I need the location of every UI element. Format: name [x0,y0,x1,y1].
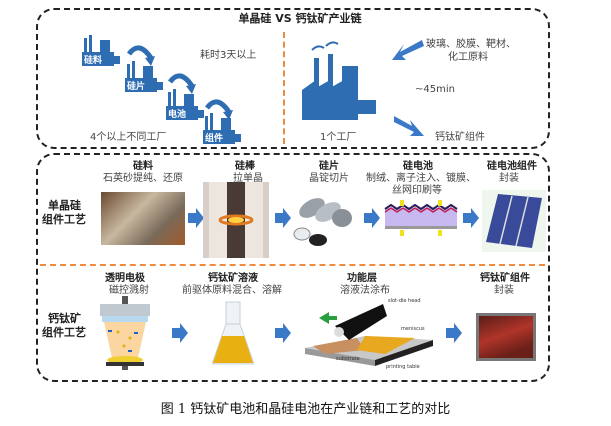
perovskite-step-title: 功能层 [347,273,377,284]
perovskite-step-desc: 磁控溅射 [109,285,149,296]
process-arrow-icon [275,323,291,343]
perovskite-step-desc: 封装 [494,285,514,296]
silicon-row-label-line1: 单晶硅 [48,199,81,212]
curved-arrow-icon [204,99,233,120]
annotation-slot-die-head: slot-die head [388,298,421,304]
process-arrow-icon [463,208,479,228]
process-panel [36,153,550,382]
silicon-step-title: 硅电池 [403,161,433,172]
annotation-printing-table: printing table [386,364,420,370]
silicon-solar-cell-photo [482,190,546,252]
slot-die-coating-diagram [305,304,433,366]
perovskite-output-label: 钙钛矿组件 [435,132,485,143]
curved-arrow-icon [126,45,155,66]
perovskite-inputs-line1: 玻璃、胶膜、靶材、 [426,39,516,50]
perovskite-step-title: 钙钛矿溶液 [208,273,258,284]
process-arrow-icon [275,208,291,228]
crystal-puller-diagram [203,182,269,258]
perovskite-time-label: ~45min [415,84,455,95]
perovskite-step-title: 钙钛矿组件 [480,273,530,284]
module-surface [479,316,533,358]
perovskite-factory-count: 1个工厂 [320,132,357,143]
factory-label: 硅片 [127,82,146,92]
factory-silicon-material: 硅料 [82,30,122,66]
silicon-time-label: 耗时3天以上 [200,50,257,61]
factory-wafer: 硅片 [125,56,165,92]
curved-arrow-icon [167,73,196,94]
silicon-step-desc: 拉单晶 [233,173,263,184]
factory-icon [125,61,163,92]
figure-caption: 图 1 钙钛矿电池和晶硅电池在产业链和工艺的对比 [160,402,451,417]
silicon-step-desc: 封装 [499,173,519,184]
process-arrow-icon [188,208,204,228]
silicon-step-desc2: 丝网印刷等 [392,185,442,196]
factory-label: 电池 [168,110,187,120]
silicon-step-desc: 晶锭切片 [309,173,349,184]
silicon-step-desc: 制绒、离子注入、镀膜、 [366,173,476,184]
factory-icon [82,35,120,66]
factory-label: 组件 [205,134,224,144]
process-arrow-icon [172,323,188,343]
factory-label: 硅料 [84,56,103,66]
silicon-step-title: 硅棒 [235,161,255,172]
process-arrow-icon [364,208,380,228]
perovskite-inputs-line2: 化工原料 [448,52,488,63]
silicon-ingot-wafers-photo [293,198,352,246]
silicon-step-title: 硅片 [319,161,339,172]
single-factory-icon [302,41,376,120]
perovskite-row-label-line1: 钙钛矿 [48,312,81,325]
factory-icon [166,89,204,120]
flask-solution-photo [212,301,254,365]
process-arrow-icon [446,323,462,343]
perovskite-step-desc: 溶液法涂布 [340,285,390,296]
perovskite-step-desc: 前驱体原料混合、溶解 [182,285,282,296]
silicon-step-desc: 石英砂提纯、还原 [103,173,183,184]
silicon-step-title: 硅电池组件 [487,161,537,172]
cell-cross-section-diagram [384,200,458,236]
chain-divider [283,32,285,144]
annotation-meniscus: meniscus [401,326,425,332]
industry-chain-title: 单晶硅 VS 钙钛矿产业链 [238,12,362,25]
output-arrow-icon [394,116,424,136]
silicon-row-label-line2: 组件工艺 [42,213,86,226]
factory-module: 组件 [203,108,243,144]
input-arrow-icon [392,40,424,60]
process-divider [40,264,545,266]
silicon-factory-count: 4个以上不同工厂 [90,132,167,143]
magnetron-sputtering-diagram [100,296,150,370]
industry-chain-panel [36,8,550,149]
silicon-step-title: 硅料 [133,161,153,172]
perovskite-module-photo [476,313,536,361]
silicon-raw-material-photo [101,192,185,245]
perovskite-step-title: 透明电极 [105,273,145,284]
factory-icon [203,113,241,144]
annotation-substrate: substrate [336,356,360,362]
perovskite-row-label-line2: 组件工艺 [42,326,86,339]
factory-cell: 电池 [166,84,206,120]
